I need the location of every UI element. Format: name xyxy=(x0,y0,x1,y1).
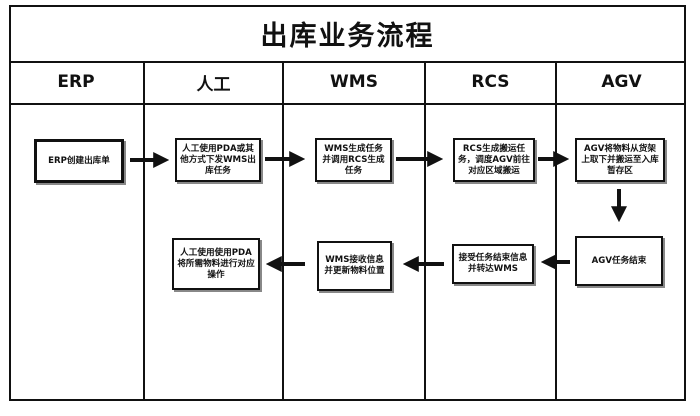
lane-header-manual: 人工 xyxy=(196,74,231,95)
diagram-frame xyxy=(9,5,686,401)
lane-header-agv: AGV xyxy=(601,72,642,92)
node-manual-operate: 人工使用使用PDA将所需物料进行对应操作 xyxy=(172,238,260,290)
node-manual-issue-task: 人工使用PDA或其他方式下发WMS出库任务 xyxy=(175,138,261,182)
lane-header-rcs: RCS xyxy=(471,72,510,92)
diagram-title: 出库业务流程 xyxy=(260,20,435,52)
lane-divider-1 xyxy=(143,61,145,401)
lane-divider-3 xyxy=(424,61,426,401)
node-wms-update-location: WMS接收信息并更新物料位置 xyxy=(317,241,392,291)
node-agv-task-end: AGV任务结束 xyxy=(575,236,663,286)
header-divider xyxy=(9,103,686,105)
title-divider xyxy=(9,61,686,63)
node-agv-transport: AGV将物料从货架上取下并搬运至入库暂存区 xyxy=(575,138,665,182)
lane-header-erp: ERP xyxy=(57,72,95,92)
node-wms-generate-task: WMS生成任务并调用RCS生成任务 xyxy=(315,138,392,182)
lane-divider-4 xyxy=(555,61,557,401)
title-row: 出库业务流程 xyxy=(9,5,686,61)
node-rcs-generate-task: RCS生成搬运任务，调度AGV前往对应区域搬运 xyxy=(453,138,535,182)
node-erp-create-order: ERP创建出库单 xyxy=(34,139,124,183)
lane-divider-2 xyxy=(282,61,284,401)
node-rcs-receive-end: 接受任务结束信息并转达WMS xyxy=(452,244,534,284)
lane-header-wms: WMS xyxy=(330,72,378,92)
